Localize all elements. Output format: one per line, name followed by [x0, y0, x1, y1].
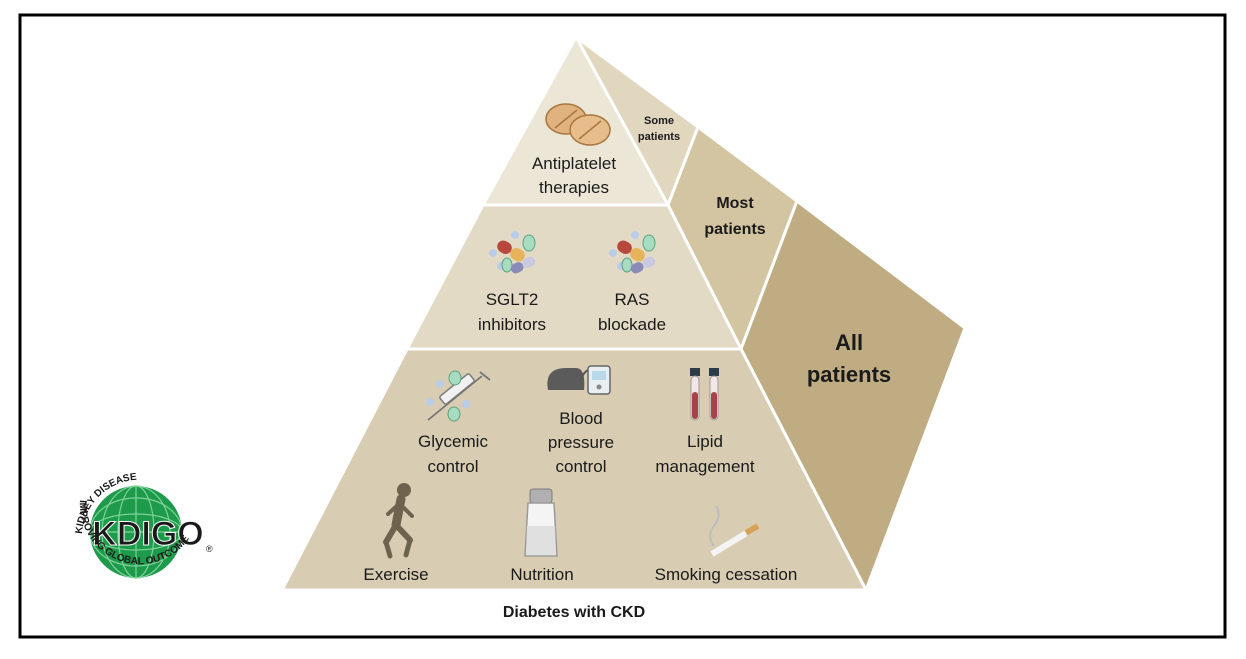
cigarette-icon [709, 505, 760, 557]
side-label-all: All patients [807, 330, 891, 387]
side-label-some: Some patients [638, 115, 680, 143]
label-ras-line2: blockade [598, 315, 666, 334]
label-sglt2-line2: inhibitors [478, 315, 546, 334]
label-ras-line1: RAS [615, 290, 650, 309]
label-nutrition: Nutrition [510, 565, 573, 584]
capsules-pills-icon [609, 231, 656, 274]
salt-shaker-icon [524, 488, 558, 557]
diagram-caption: Diabetes with CKD [503, 604, 645, 621]
syringe-icon [426, 370, 491, 422]
label-glycemic-line1: Glycemic [418, 432, 488, 451]
side-label-all-line2: patients [807, 362, 891, 387]
logo-registered-mark: ® [206, 544, 213, 554]
label-exercise: Exercise [363, 565, 428, 584]
label-bp-line1: Blood [559, 409, 602, 428]
label-bp-line3: control [555, 457, 606, 476]
label-antiplatelet-line1: Antiplatelet [532, 154, 616, 173]
blood-pressure-monitor-icon [547, 365, 611, 395]
side-label-most-line2: patients [704, 221, 765, 238]
side-label-some-line1: Some [644, 115, 674, 127]
side-label-most: Most patients [704, 195, 765, 238]
tier-bottom [279, 347, 869, 592]
runner-icon [383, 483, 414, 559]
logo-wordmark: KDIGO [92, 515, 203, 553]
label-antiplatelet-line2: therapies [539, 178, 609, 197]
side-label-some-line2: patients [638, 131, 680, 143]
label-smoking: Smoking cessation [655, 565, 798, 584]
tablets-icon [545, 103, 611, 146]
label-bp-line2: pressure [548, 433, 614, 452]
test-tubes-icon [690, 368, 719, 421]
label-glycemic-line2: control [427, 457, 478, 476]
side-label-most-line1: Most [716, 195, 754, 212]
capsules-pills-icon [489, 231, 536, 274]
label-lipid-line1: Lipid [687, 432, 723, 451]
label-lipid-line2: management [655, 457, 755, 476]
side-label-all-line1: All [835, 330, 863, 355]
label-sglt2-line1: SGLT2 [486, 290, 539, 309]
